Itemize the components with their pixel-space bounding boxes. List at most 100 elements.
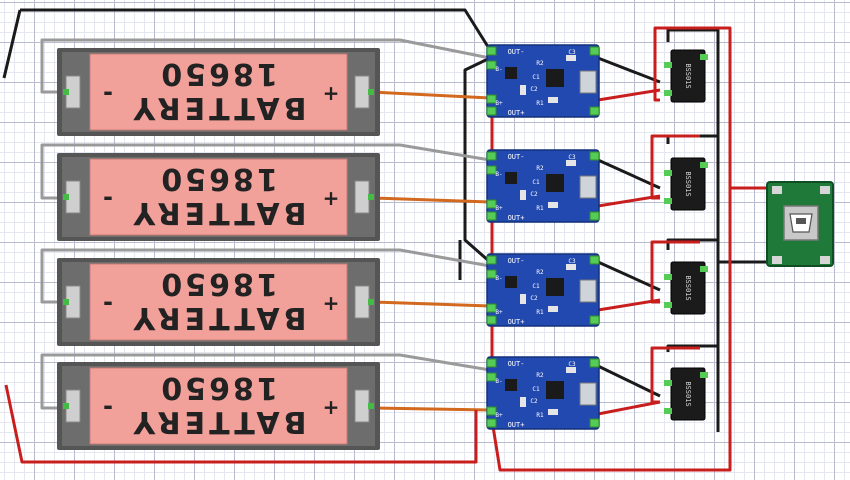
svg-text:C1: C1 — [532, 386, 540, 393]
svg-text:OUT-: OUT- — [508, 360, 525, 368]
pad[interactable] — [486, 211, 497, 221]
pad[interactable] — [486, 60, 497, 70]
pad[interactable] — [589, 315, 600, 325]
transistor-pin[interactable] — [700, 372, 708, 378]
svg-text:C3: C3 — [568, 154, 576, 161]
transistor-pin[interactable] — [664, 90, 672, 96]
battery-neg-pin[interactable] — [63, 403, 69, 409]
transistor-pin[interactable] — [700, 162, 708, 168]
battery-minus-sign: - — [103, 392, 113, 420]
wire-left-black — [2, 9, 22, 79]
transistor-pin[interactable] — [664, 62, 672, 68]
svg-text:OUT+: OUT+ — [508, 421, 525, 429]
pad[interactable] — [486, 165, 497, 175]
pad[interactable] — [589, 106, 600, 116]
svg-text:OUT-: OUT- — [508, 48, 525, 56]
pad[interactable] — [589, 151, 600, 161]
svg-text:B+: B+ — [495, 412, 503, 419]
pad[interactable] — [486, 94, 497, 104]
pad[interactable] — [486, 46, 497, 56]
transistor-pin[interactable] — [664, 198, 672, 204]
svg-text:B-: B- — [495, 275, 502, 282]
pad[interactable] — [486, 199, 497, 209]
pad[interactable] — [589, 255, 600, 265]
battery-neg-pin[interactable] — [63, 194, 69, 200]
transistor-pin[interactable] — [664, 274, 672, 280]
transistor-label: BSS01S — [684, 381, 692, 406]
svg-text:C3: C3 — [568, 361, 576, 368]
pad[interactable] — [486, 372, 497, 382]
svg-text:C1: C1 — [532, 283, 540, 290]
transistor-pin[interactable] — [664, 408, 672, 414]
svg-text:B+: B+ — [495, 205, 503, 212]
pad[interactable] — [589, 46, 600, 56]
transistor-bss: BSS01S — [664, 49, 708, 103]
battery-plus-sign: + — [323, 395, 340, 419]
gray-wires — [40, 38, 491, 410]
svg-text:R2: R2 — [536, 60, 544, 67]
pad[interactable] — [486, 315, 497, 325]
svg-text:18650: 18650 — [158, 266, 277, 301]
battery-pos-pin[interactable] — [368, 89, 374, 95]
battery-pos-pin[interactable] — [368, 194, 374, 200]
svg-text:B-: B- — [495, 66, 502, 73]
battery-pos-pin[interactable] — [368, 403, 374, 409]
svg-text:BATTERY: BATTERY — [129, 404, 306, 439]
svg-text:BATTERY: BATTERY — [129, 90, 306, 125]
battery-neg-pin[interactable] — [63, 299, 69, 305]
svg-text:B+: B+ — [495, 309, 503, 316]
svg-text:C2: C2 — [530, 86, 538, 93]
transistor-pin[interactable] — [664, 170, 672, 176]
svg-text:OUT+: OUT+ — [508, 214, 525, 222]
svg-text:C1: C1 — [532, 179, 540, 186]
pad[interactable] — [486, 303, 497, 313]
pad[interactable] — [486, 418, 497, 428]
svg-text:R2: R2 — [536, 165, 544, 172]
svg-text:C2: C2 — [530, 191, 538, 198]
svg-text:R1: R1 — [536, 309, 544, 316]
svg-text:18650: 18650 — [158, 56, 277, 91]
transistor-bss: BSS01S — [664, 261, 708, 315]
pad[interactable] — [486, 106, 497, 116]
transistor-pin[interactable] — [700, 54, 708, 60]
svg-text:OUT+: OUT+ — [508, 109, 525, 117]
battery-minus-sign: - — [103, 78, 113, 106]
battery-neg-pin[interactable] — [63, 89, 69, 95]
pad[interactable] — [486, 406, 497, 416]
transistor-pin[interactable] — [664, 302, 672, 308]
transistor-bss: BSS01S — [664, 367, 708, 421]
pad[interactable] — [486, 151, 497, 161]
svg-text:C2: C2 — [530, 398, 538, 405]
svg-text:R1: R1 — [536, 412, 544, 419]
pad[interactable] — [486, 358, 497, 368]
transistor-pin[interactable] — [700, 266, 708, 272]
battery-pos-pin[interactable] — [368, 299, 374, 305]
transistor-pin[interactable] — [664, 380, 672, 386]
pad[interactable] — [486, 255, 497, 265]
battery-plus-sign: + — [323, 291, 340, 315]
wire-top-black — [20, 8, 492, 51]
pad[interactable] — [589, 358, 600, 368]
pad[interactable] — [589, 211, 600, 221]
svg-text:R2: R2 — [536, 372, 544, 379]
svg-text:BATTERY: BATTERY — [129, 300, 306, 335]
svg-text:C3: C3 — [568, 258, 576, 265]
usb-connector-board — [766, 181, 834, 267]
svg-text:OUT-: OUT- — [508, 153, 525, 161]
pad[interactable] — [486, 269, 497, 279]
orange-wires — [371, 90, 491, 412]
battery-plus-sign: + — [323, 81, 340, 105]
pad[interactable] — [589, 418, 600, 428]
